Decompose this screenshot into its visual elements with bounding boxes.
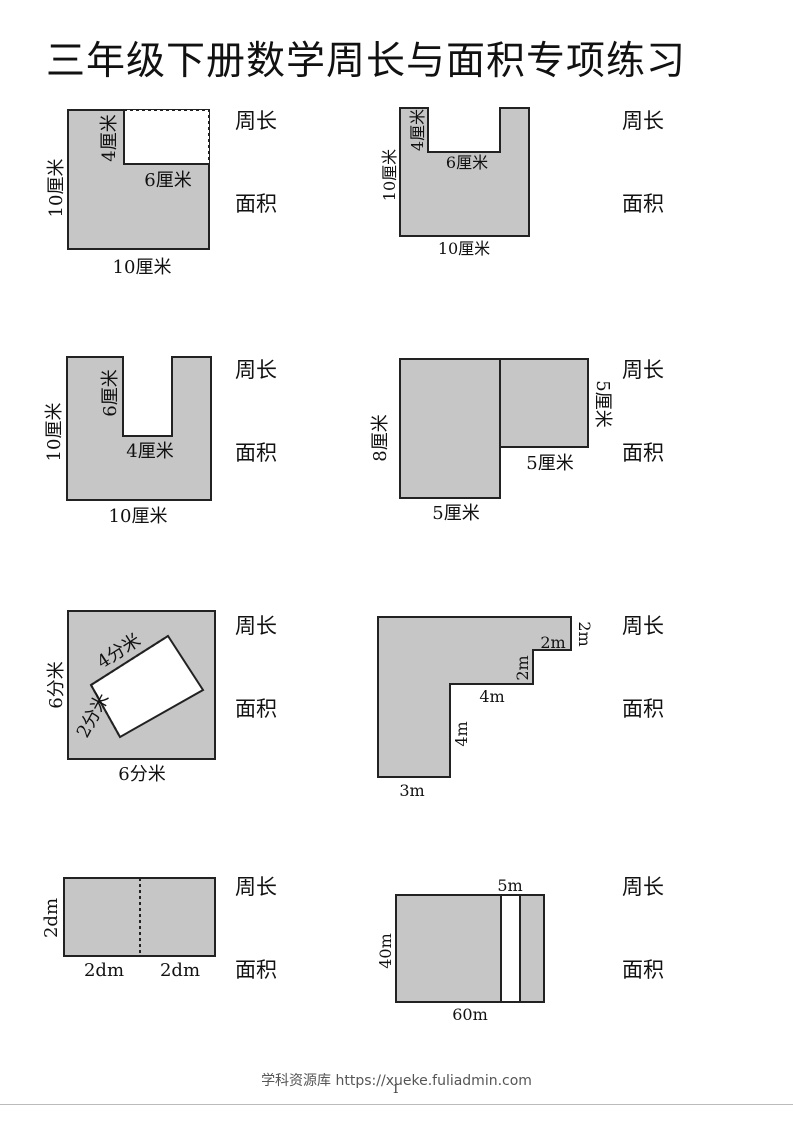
figure-1-left-label: 10厘米	[46, 159, 67, 218]
figure-1-notch	[124, 110, 209, 164]
figure-7-perimeter-label: 周长	[235, 875, 277, 899]
figure-8: 5m 40m 60m	[376, 876, 545, 1024]
page-number: 1	[392, 1082, 400, 1096]
figure-3-bottom-label: 10厘米	[109, 506, 168, 527]
figure-3-left-label: 10厘米	[44, 403, 65, 462]
figure-7: 2dm 2dm 2dm	[41, 877, 216, 981]
figure-8-perimeter-label: 周长	[622, 875, 664, 899]
figure-4-right-label: 5厘米	[592, 380, 613, 427]
figure-1-notch-edge	[123, 110, 209, 165]
figure-4-area-label: 面积	[622, 441, 664, 465]
figure-4: 8厘米 5厘米 5厘米 5厘米	[370, 358, 613, 524]
figure-5-dashed-short-side	[90, 684, 121, 738]
figure-3-shape	[66, 356, 212, 501]
figure-6-bottom-label: 3m	[399, 781, 424, 800]
figure-5-left-label: 6分米	[46, 661, 67, 708]
figure-6-inner-vertical-label: 4m	[452, 721, 471, 746]
figure-6-top-step-side-label: 2m	[575, 621, 594, 646]
figure-6-shape	[377, 616, 572, 778]
figure-2-area-label: 面积	[622, 192, 664, 216]
figure-8-rect	[395, 894, 545, 1003]
figure-3-area-label: 面积	[235, 441, 277, 465]
figure-1-notch-width-label: 6厘米	[144, 170, 191, 191]
figure-8-white-strip	[500, 894, 521, 1003]
figure-4-left-label: 8厘米	[370, 414, 391, 461]
figure-6: 2m 2m 2m 4m 4m 3m	[377, 616, 594, 800]
figure-2-notch-depth-label: 4厘米	[408, 109, 427, 151]
figure-8-left-label: 40m	[376, 933, 395, 969]
figure-1-notch-depth-label: 4厘米	[99, 114, 120, 161]
figure-1: 10厘米 10厘米 4厘米 6厘米	[46, 109, 210, 278]
figure-6-mid-step-side-label: 2m	[513, 655, 532, 680]
figure-3-perimeter-label: 周长	[235, 358, 277, 382]
page-title: 三年级下册数学周长与面积专项练习	[46, 39, 687, 84]
figure-8-top-strip-label: 5m	[497, 876, 522, 895]
figure-2-perimeter-label: 周长	[622, 109, 664, 133]
footer-divider	[0, 1104, 793, 1105]
figure-4-bottom-label: 5厘米	[432, 503, 479, 524]
figure-1-dashed-edge	[124, 109, 210, 164]
figure-2-left-label: 10厘米	[380, 149, 399, 201]
figure-5: 6分米 6分米 4分米 2分米	[46, 610, 216, 785]
figure-6-area-label: 面积	[622, 697, 664, 721]
figure-7-bottom-left-label: 2dm	[84, 960, 124, 981]
figure-2-shape	[399, 107, 530, 237]
figure-2-bottom-label: 10厘米	[438, 239, 490, 258]
figure-4-perimeter-label: 周长	[622, 358, 664, 382]
figure-1-perimeter-label: 周长	[235, 109, 277, 133]
figure-5-area-label: 面积	[235, 697, 277, 721]
figure-2-notch-width-label: 6厘米	[446, 153, 488, 172]
figure-3-slot-depth-label: 6厘米	[100, 369, 121, 416]
figure-1-area-label: 面积	[235, 192, 277, 216]
footer-source: 学科资源库 https://xueke.fuliadmin.com	[261, 1073, 532, 1089]
figure-7-left-label: 2dm	[41, 898, 62, 938]
figure-6-perimeter-label: 周长	[622, 614, 664, 638]
figure-8-area-label: 面积	[622, 958, 664, 982]
figure-3: 10厘米 10厘米 6厘米 4厘米	[44, 356, 212, 527]
figure-6-mid-step-label: 4m	[479, 687, 504, 706]
figure-8-bottom-label: 60m	[452, 1005, 488, 1024]
figure-7-bottom-right-label: 2dm	[160, 960, 200, 981]
figure-1-bottom-label: 10厘米	[113, 257, 172, 278]
figure-4-right-bottom-label: 5厘米	[526, 453, 573, 474]
figure-4-right-square	[499, 358, 589, 448]
figure-5-perimeter-label: 周长	[235, 614, 277, 638]
figure-4-left-rect	[399, 358, 501, 499]
figure-3-slot-width-label: 4厘米	[126, 441, 173, 462]
figure-7-area-label: 面积	[235, 958, 277, 982]
figure-5-bottom-label: 6分米	[118, 764, 165, 785]
figure-2: 10厘米 10厘米 4厘米 6厘米	[380, 107, 530, 258]
figure-6-top-step-label: 2m	[540, 633, 565, 652]
